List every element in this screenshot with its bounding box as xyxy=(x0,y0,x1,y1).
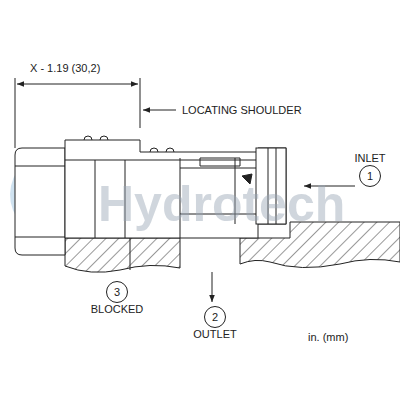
port-inlet: INLET1 xyxy=(354,152,385,187)
port-name: INLET xyxy=(354,152,385,165)
part-name: LOCATING SHOULDER xyxy=(180,104,304,117)
callout-number: 1 xyxy=(359,165,381,187)
dimension-text: X - 1.19 (30,2) xyxy=(28,62,102,75)
dimension-lines xyxy=(15,78,355,302)
units-note: in. (mm) xyxy=(306,331,350,344)
callout-number: 2 xyxy=(204,306,226,328)
port-blocked: 3BLOCKED xyxy=(91,281,144,316)
port-outlet: 2OUTLET xyxy=(193,306,236,341)
callout-number: 3 xyxy=(106,281,128,303)
watermark: Hydrotech xyxy=(96,176,347,232)
port-name: OUTLET xyxy=(193,328,236,341)
port-name: BLOCKED xyxy=(91,303,144,316)
